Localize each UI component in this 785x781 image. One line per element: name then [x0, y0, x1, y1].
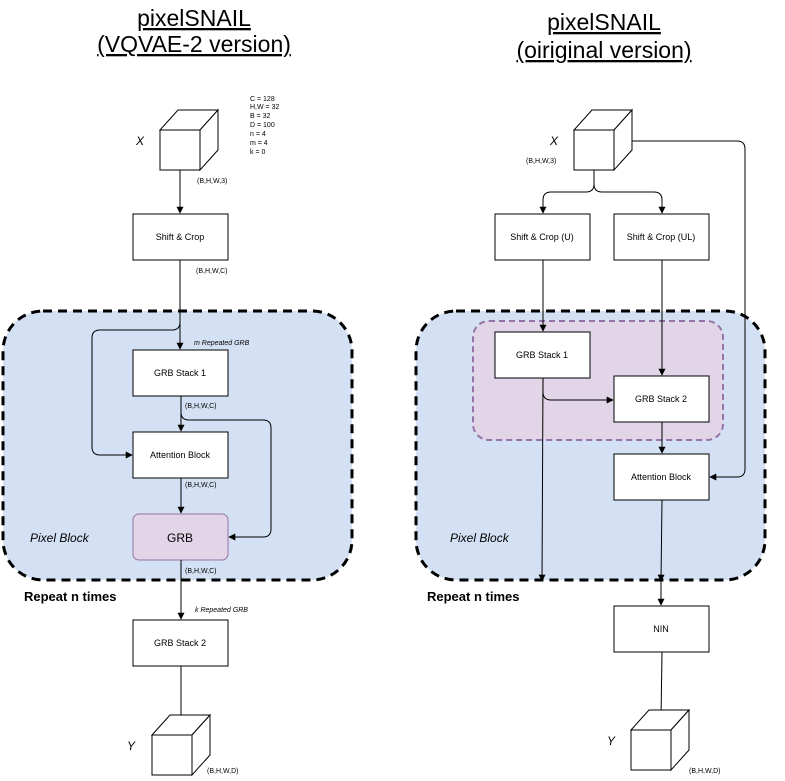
- left-param-2: B = 32: [250, 113, 271, 120]
- left-repeat-label: Repeat n times: [24, 589, 116, 604]
- right-edge-nin-output: [657, 651, 665, 720]
- left-grb-stack2-box: [132, 619, 229, 667]
- left-output-shape: (B,H,W,D): [207, 768, 239, 775]
- left-param-4: n = 4: [250, 131, 266, 138]
- left-param-6: k = 0: [250, 149, 265, 156]
- left-grb-stack1-box: [132, 349, 229, 397]
- right-grb-stack1-box: [494, 331, 591, 379]
- left-pixel-block-label: Pixel Block: [30, 531, 90, 545]
- right-grb-stack2-box: [613, 375, 710, 423]
- left-param-3: D = 100: [250, 122, 275, 129]
- left-input-shape: (B,H,W,3): [197, 178, 227, 185]
- right-edge-grb1-out: [538, 377, 546, 582]
- left-param-5: m = 4: [250, 140, 268, 147]
- right-pixel-block-label: Pixel Block: [450, 531, 510, 545]
- left-edge-shift-attention: [91, 262, 181, 459]
- right-edge-input-shift-ul: [593, 183, 666, 214]
- right-repeat-label: Repeat n times: [427, 589, 519, 604]
- right-input-cube: [572, 108, 634, 172]
- right-edge-attention-out: [657, 499, 665, 582]
- left-grb-stack1-shape: (B,H,W,C): [185, 403, 217, 410]
- right-shift-u-box: [494, 213, 591, 261]
- right-input-shape: (B,H,W,3): [526, 158, 556, 165]
- right-attention-label: Attention Block: [631, 472, 692, 482]
- right-grb-stack2-label: GRB Stack 2: [635, 394, 687, 404]
- right-output-label: Y: [607, 734, 616, 748]
- right-output-shape: (B,H,W,D): [689, 768, 721, 775]
- right-title-line1: pixelSNAIL: [547, 9, 661, 35]
- left-param-1: H,W = 32: [250, 104, 279, 111]
- left-shift-shape: (B,H,W,C): [196, 268, 228, 275]
- left-title-line2: (VQVAE-2 version): [97, 31, 291, 57]
- right-edge-input-shift-u: [539, 170, 595, 214]
- left-grb-stack1-label: GRB Stack 1: [154, 368, 206, 378]
- left-input-cube: [158, 108, 220, 172]
- left-output-cube: [150, 713, 212, 777]
- right-input-label: X: [549, 134, 559, 148]
- right-nin-box: [613, 605, 710, 653]
- right-output-cube: [629, 708, 691, 772]
- right-shift-ul-box: [613, 213, 710, 261]
- left-shift-crop-box: [132, 213, 229, 261]
- right-shift-u-label: Shift & Crop (U): [510, 232, 574, 242]
- left-m-repeated: m Repeated GRB: [194, 340, 250, 347]
- left-grb-label: GRB: [167, 531, 193, 545]
- left-input-label: X: [135, 134, 145, 148]
- left-edge-grb1-grb: [180, 398, 272, 541]
- left-k-repeated: k Repeated GRB: [195, 607, 248, 614]
- right-shift-ul-label: Shift & Crop (UL): [627, 232, 696, 242]
- left-shift-crop-label: Shift & Crop: [156, 232, 205, 242]
- left-grb-shape: (B,H,W,C): [185, 568, 217, 575]
- right-attention-box: [613, 453, 710, 501]
- right-title-line2: (oiriginal version): [516, 37, 691, 63]
- left-grb-stack2-label: GRB Stack 2: [154, 638, 206, 648]
- right-grb-stack1-label: GRB Stack 1: [516, 350, 568, 360]
- left-attention-shape: (B,H,W,C): [185, 482, 217, 489]
- right-edge-input-attention: [632, 140, 746, 481]
- left-title-line1: pixelSNAIL: [137, 5, 251, 31]
- left-attention-box: [132, 431, 229, 479]
- left-attention-label: Attention Block: [150, 450, 211, 460]
- left-param-0: C = 128: [250, 96, 275, 103]
- left-output-label: Y: [127, 739, 136, 753]
- right-nin-label: NIN: [653, 624, 669, 634]
